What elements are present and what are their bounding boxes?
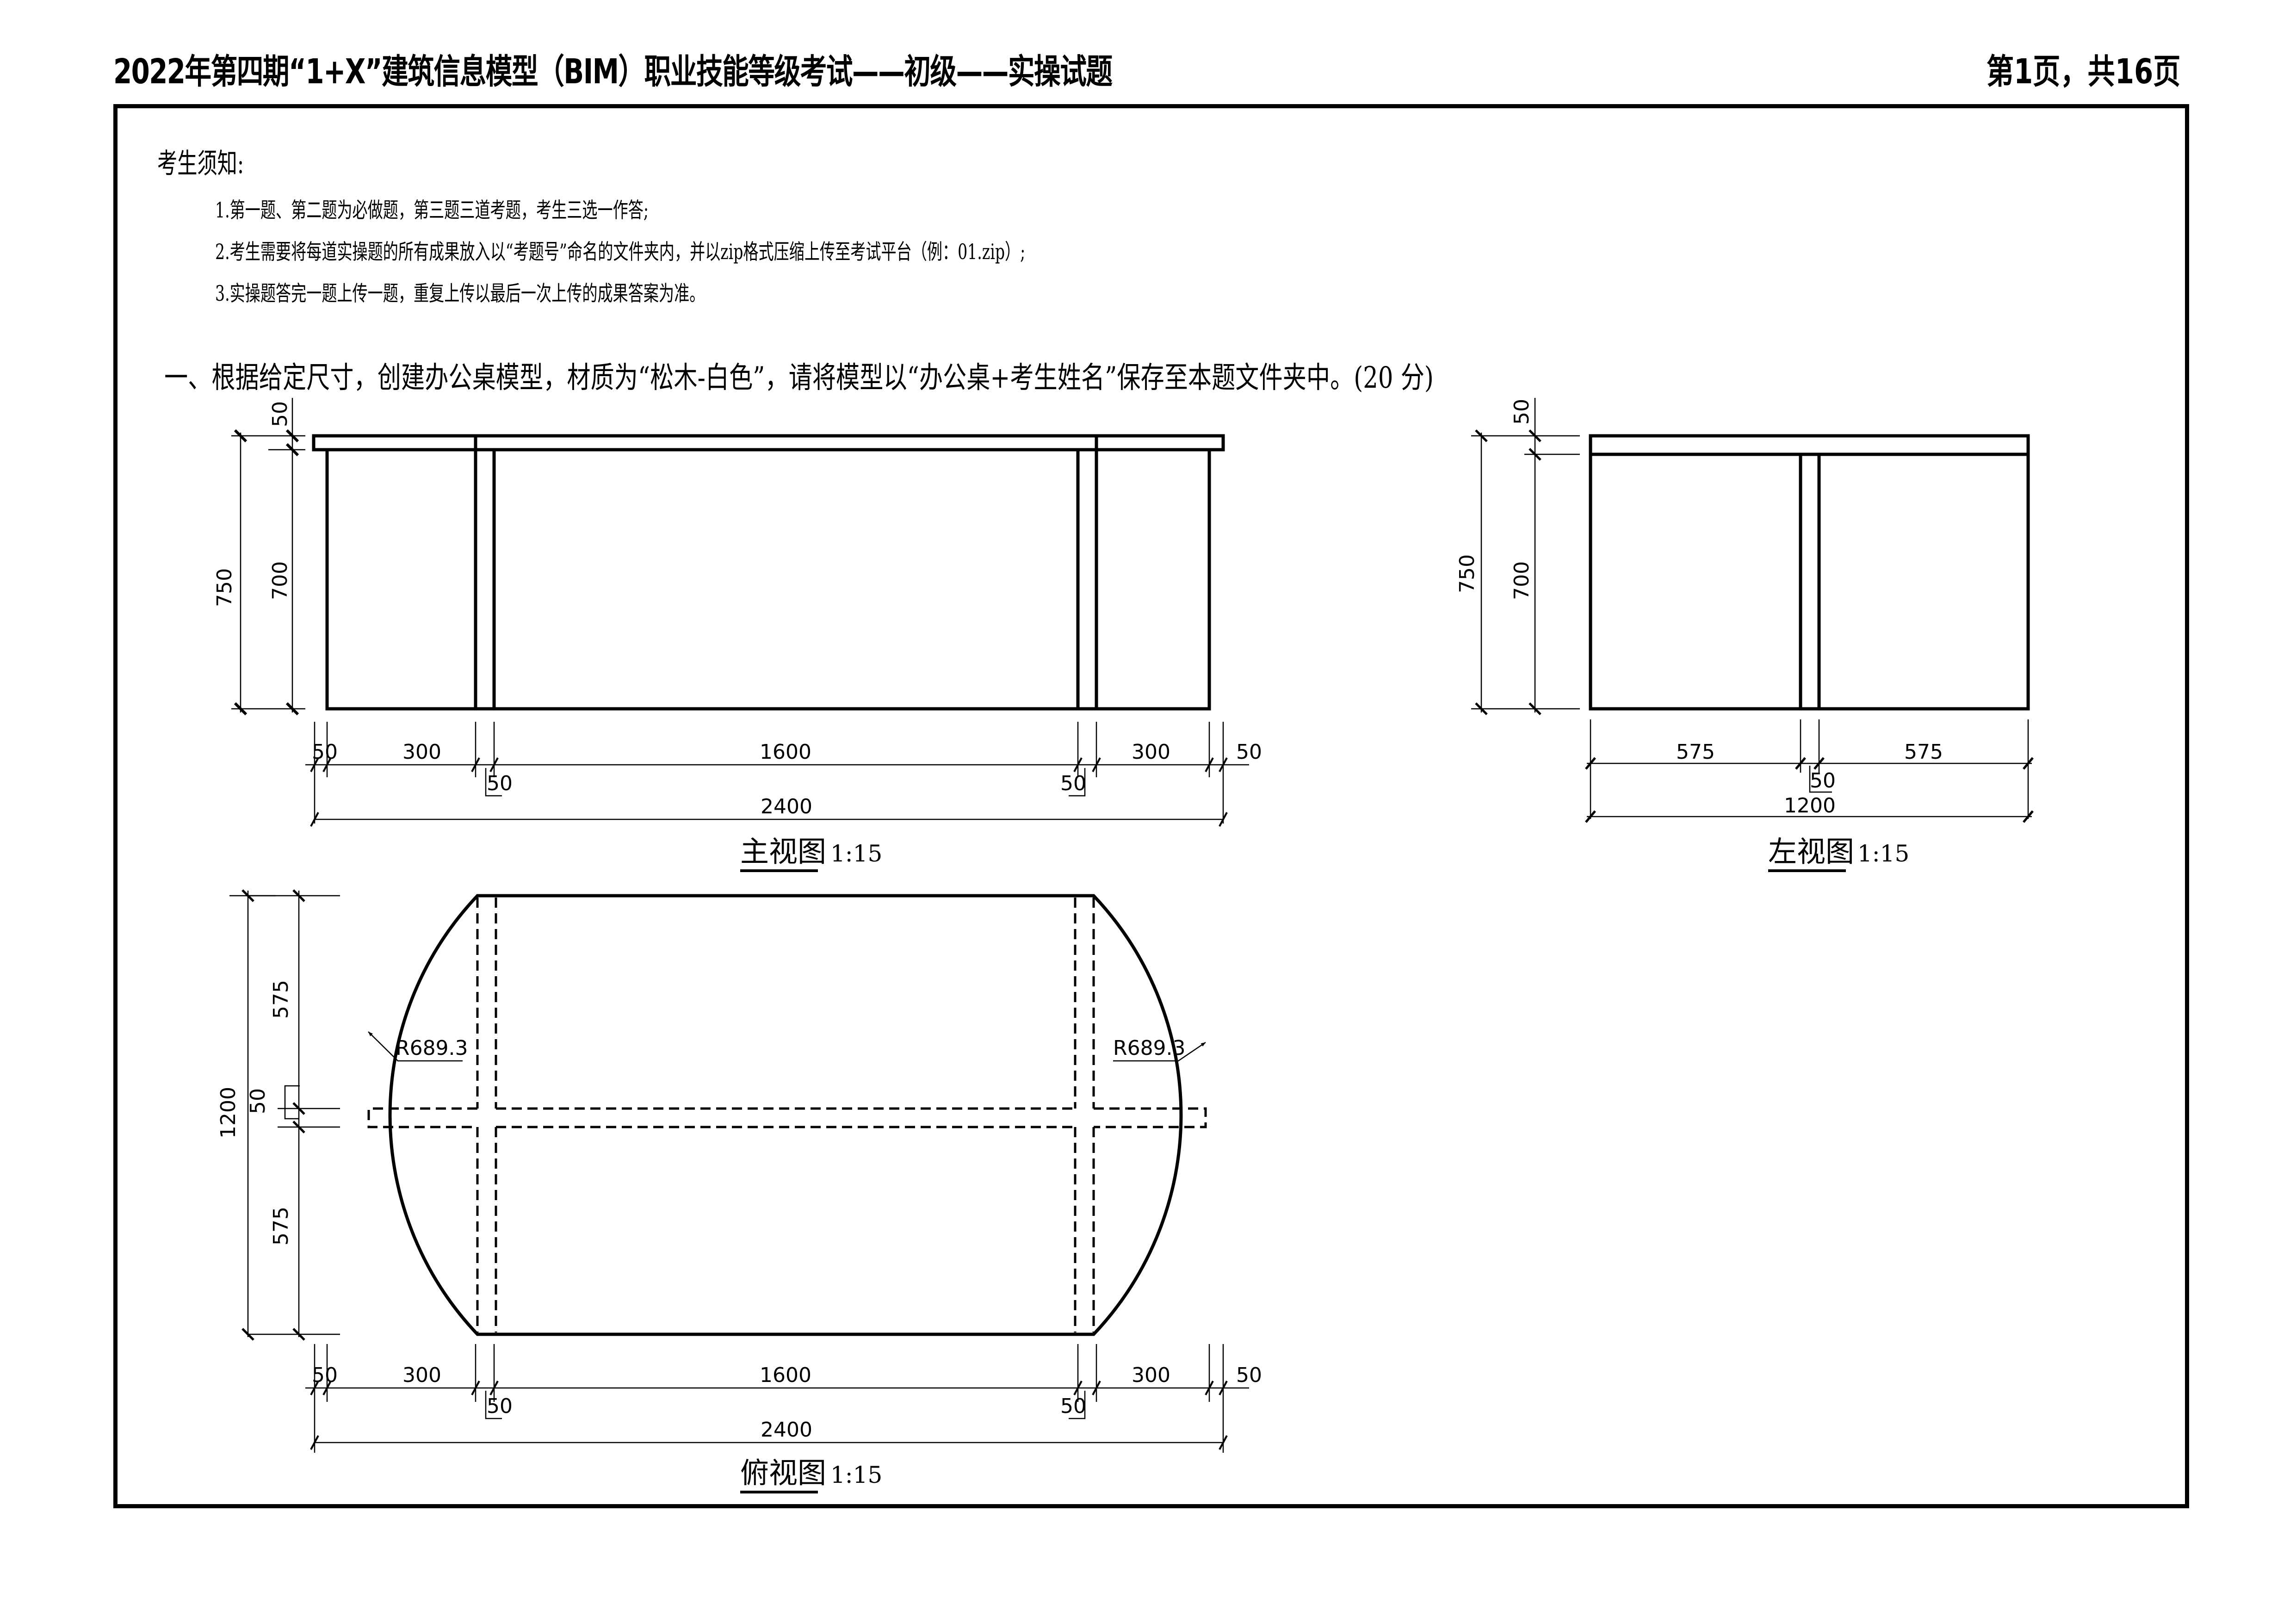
page-title: 2022年第四期“1+X”建筑信息模型（BIM）职业技能等级考试——初级——实操… — [113, 52, 1113, 92]
svg-text:1600: 1600 — [760, 1363, 811, 1387]
svg-text:300: 300 — [1132, 1363, 1170, 1387]
svg-text:300: 300 — [402, 1363, 441, 1387]
svg-text:300: 300 — [402, 740, 441, 764]
svg-text:1:15: 1:15 — [1857, 840, 1909, 867]
svg-text:575: 575 — [1904, 740, 1943, 764]
svg-text:575: 575 — [269, 1207, 293, 1245]
svg-text:50: 50 — [487, 1394, 513, 1418]
top-view-label: 俯视图 — [740, 1456, 826, 1490]
notice-heading: 考生须知: — [157, 148, 244, 180]
svg-text:1:15: 1:15 — [830, 840, 882, 867]
drawing-frame — [113, 104, 2189, 1508]
notice-item-2: 2.考生需要将每道实操题的所有成果放入以“考题号”命名的文件夹内，并以zip格式… — [215, 239, 1026, 264]
page-indicator: 第1页，共16页 — [1986, 52, 2180, 92]
left-view: 750 700 50 575 575 50 1200 左视图 1:15 — [1455, 398, 2034, 872]
svg-text:50: 50 — [1510, 399, 1534, 425]
top-view: R689.3 R689.3 1200 575 50 575 — [217, 889, 1262, 1493]
svg-text:750: 750 — [213, 568, 236, 607]
left-view-label: 左视图 — [1768, 835, 1854, 868]
svg-text:1:15: 1:15 — [830, 1462, 882, 1488]
svg-text:50: 50 — [312, 1363, 338, 1387]
svg-text:50: 50 — [1060, 772, 1086, 795]
question-text: 一、根据给定尺寸，创建办公桌模型，材质为“松木-白色”，请将模型以“办公桌+考生… — [164, 361, 1434, 395]
svg-text:50: 50 — [312, 740, 338, 764]
svg-text:575: 575 — [1676, 740, 1715, 764]
notice-item-3: 3.实操题答完一题上传一题，重复上传以最后一次上传的成果答案为准。 — [215, 281, 705, 306]
svg-text:R689.3: R689.3 — [396, 1036, 468, 1060]
svg-text:300: 300 — [1132, 740, 1170, 764]
svg-text:50: 50 — [246, 1088, 270, 1114]
svg-text:R689.3: R689.3 — [1113, 1036, 1186, 1060]
svg-text:50: 50 — [1236, 1363, 1262, 1387]
svg-text:700: 700 — [1510, 561, 1534, 600]
svg-text:1600: 1600 — [760, 740, 811, 764]
svg-text:2400: 2400 — [761, 1418, 812, 1442]
svg-text:1200: 1200 — [1784, 794, 1836, 818]
svg-text:1200: 1200 — [217, 1087, 240, 1139]
front-view: 750 700 50 — [213, 398, 1262, 872]
front-view-label: 主视图 — [740, 835, 826, 868]
notice-item-1: 1.第一题、第二题为必做题，第三题三道考题，考生三选一作答; — [215, 198, 649, 223]
svg-text:750: 750 — [1455, 554, 1479, 593]
svg-text:575: 575 — [269, 980, 293, 1019]
svg-text:50: 50 — [1236, 740, 1262, 764]
svg-text:700: 700 — [268, 561, 292, 600]
svg-text:2400: 2400 — [761, 795, 812, 818]
svg-text:50: 50 — [1810, 769, 1836, 793]
svg-text:50: 50 — [1060, 1394, 1086, 1418]
svg-text:50: 50 — [487, 772, 513, 795]
svg-text:50: 50 — [268, 401, 292, 427]
